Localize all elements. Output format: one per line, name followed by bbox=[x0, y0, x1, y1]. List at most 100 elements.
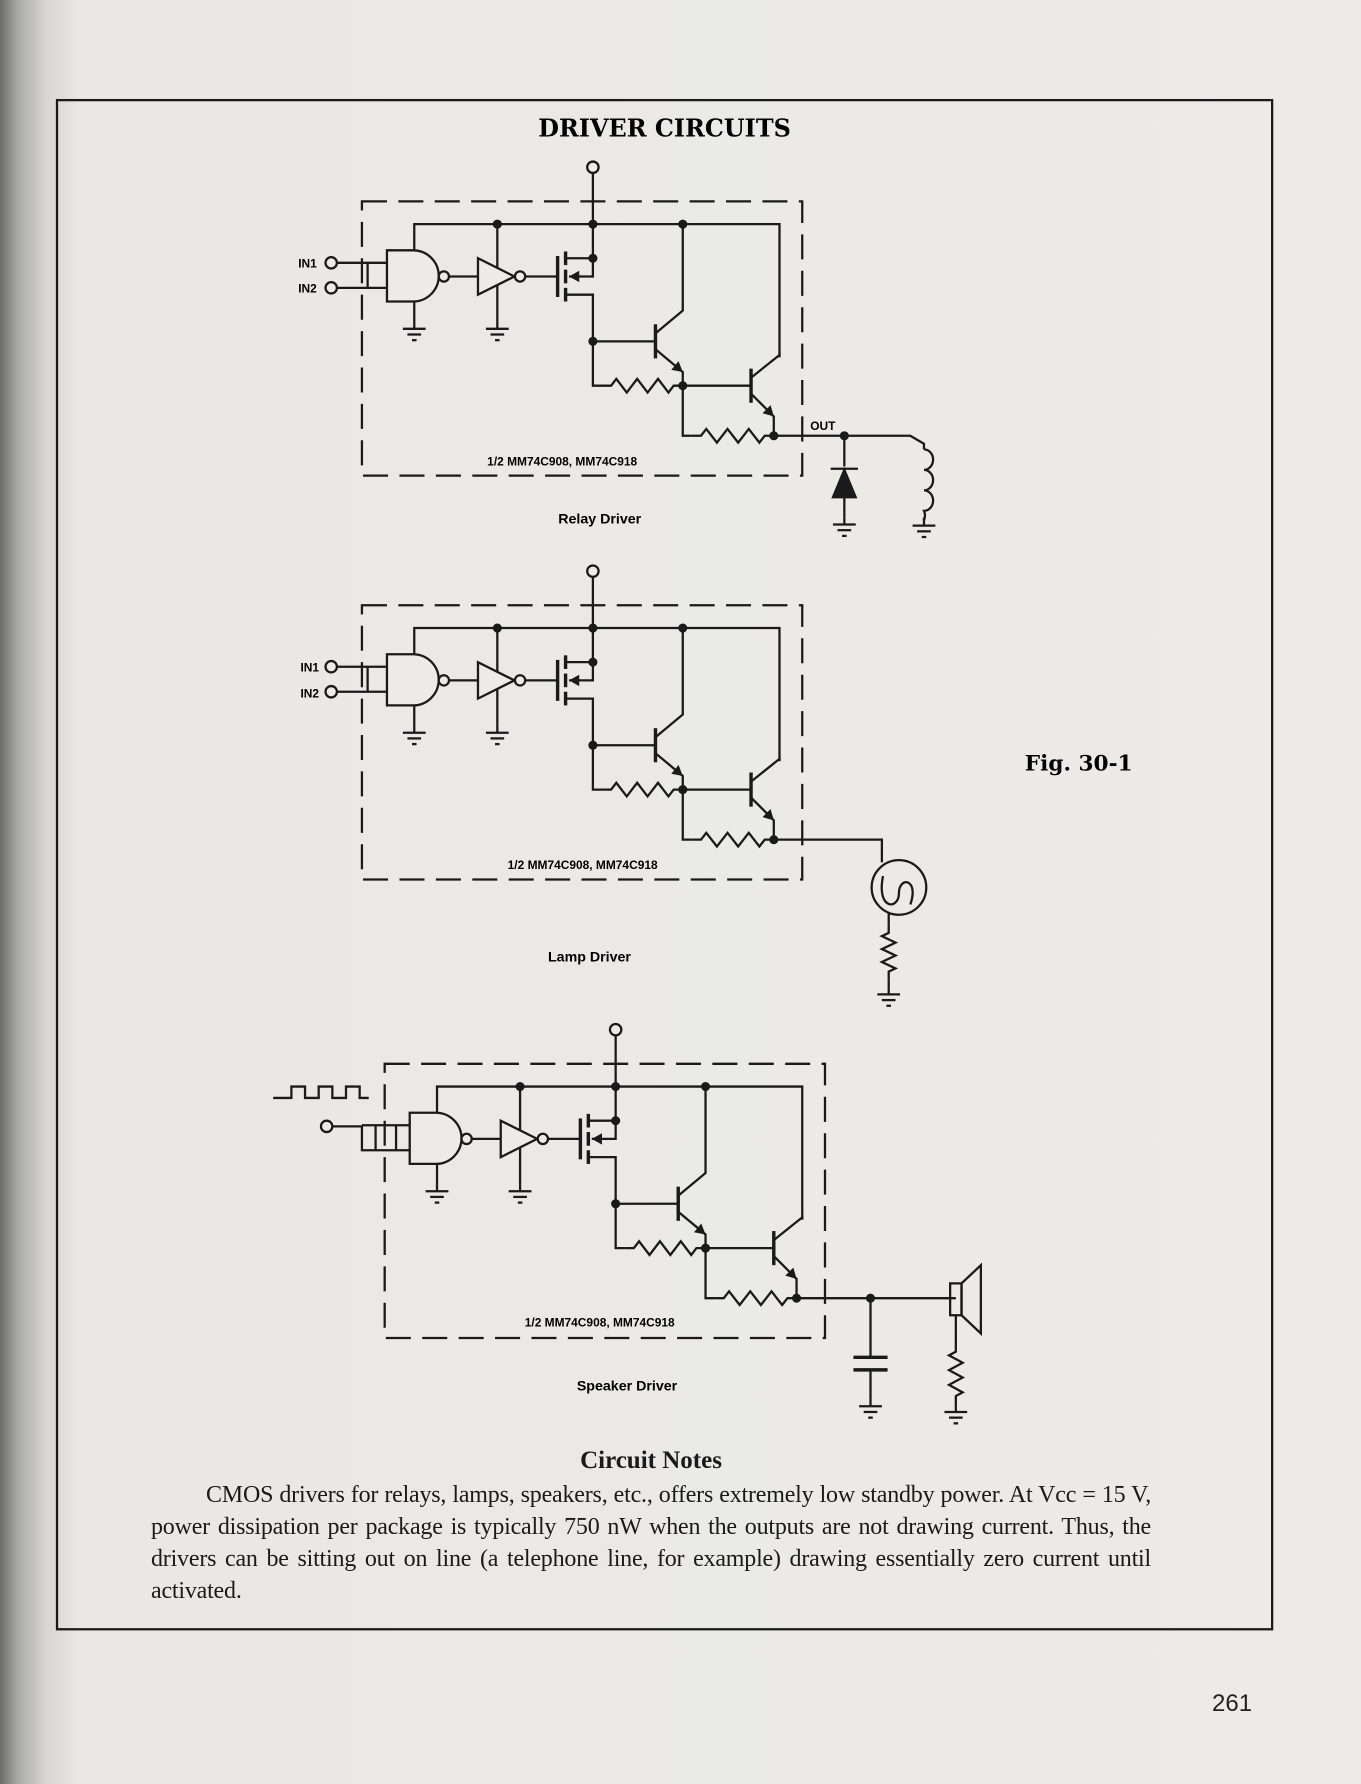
nand-gate-icon bbox=[385, 249, 440, 303]
figure-label: Fig. 30-1 bbox=[1025, 751, 1133, 776]
ground-icon bbox=[832, 517, 856, 538]
inverter-bubble bbox=[437, 270, 451, 283]
junction-dot bbox=[611, 1082, 621, 1092]
package-boundary bbox=[360, 604, 804, 881]
wire bbox=[413, 626, 781, 762]
relay-chip-label: 1/2 MM74C908, MM74C918 bbox=[487, 454, 637, 468]
terminal-circle bbox=[608, 1022, 623, 1037]
lamp-in1-label: IN1 bbox=[300, 660, 319, 674]
wire bbox=[773, 434, 926, 450]
resistor-icon bbox=[691, 830, 774, 849]
inverter-bubble bbox=[536, 1132, 550, 1146]
wire bbox=[773, 1215, 804, 1242]
page-number: 261 bbox=[1212, 1690, 1253, 1717]
lamp-driver bbox=[324, 564, 804, 881]
resistor-icon bbox=[624, 1239, 706, 1257]
ground-icon bbox=[944, 1405, 968, 1425]
inverter-icon bbox=[476, 660, 517, 701]
wire bbox=[750, 756, 781, 783]
mosfet-icon bbox=[555, 655, 602, 791]
lamp-in2-label: IN2 bbox=[300, 686, 319, 700]
package-boundary bbox=[383, 1062, 827, 1340]
resistor-icon bbox=[601, 780, 683, 799]
wire bbox=[273, 1085, 369, 1100]
wire bbox=[681, 385, 692, 437]
relay-in2-label: IN2 bbox=[298, 281, 317, 295]
lamp-caption: Lamp Driver bbox=[548, 949, 631, 965]
terminal-circle bbox=[324, 659, 339, 674]
circuit-notes: Circuit Notes CMOS drivers for relays, l… bbox=[151, 1447, 1151, 1607]
relay-in1-label: IN1 bbox=[298, 256, 317, 270]
wire bbox=[332, 1125, 410, 1152]
wire bbox=[704, 1248, 715, 1300]
lamp-icon bbox=[870, 859, 928, 916]
package-boundary bbox=[360, 200, 804, 477]
arrowhead bbox=[694, 1223, 706, 1235]
ground-icon bbox=[912, 518, 936, 539]
figure-frame bbox=[55, 98, 1274, 1631]
wire bbox=[588, 1119, 617, 1141]
ground-icon bbox=[485, 321, 509, 342]
wire bbox=[773, 838, 884, 863]
speaker-cone bbox=[960, 1262, 983, 1337]
lamp-filament bbox=[880, 875, 914, 906]
junction-dot bbox=[611, 1199, 621, 1209]
mosfet-icon bbox=[555, 251, 602, 387]
mosfet-icon bbox=[578, 1113, 625, 1250]
arrowhead bbox=[762, 405, 774, 417]
inverter-icon bbox=[476, 256, 517, 297]
wire bbox=[565, 661, 595, 682]
ground-icon bbox=[402, 321, 426, 342]
lamp-bulb bbox=[870, 859, 928, 916]
nand-gate-icon bbox=[408, 1111, 463, 1166]
diode-icon bbox=[831, 466, 858, 499]
npn-transistor-icon bbox=[749, 352, 781, 436]
relay-driver bbox=[324, 160, 804, 477]
circuits bbox=[273, 160, 983, 1425]
terminal-circle bbox=[324, 255, 339, 270]
arrowhead bbox=[591, 1133, 602, 1145]
arrowhead bbox=[762, 809, 774, 821]
terminal-circle bbox=[586, 160, 600, 175]
wire bbox=[677, 1086, 707, 1197]
wire bbox=[681, 789, 692, 841]
relay-caption: Relay Driver bbox=[558, 511, 641, 527]
arrowhead bbox=[569, 270, 580, 283]
nand-gate-icon bbox=[385, 653, 440, 707]
speaker-chip-label: 1/2 MM74C908, MM74C918 bbox=[525, 1316, 675, 1330]
ground-icon bbox=[425, 1184, 449, 1204]
figure-title: DRIVER CIRCUITS bbox=[538, 115, 791, 143]
arrowhead bbox=[569, 674, 580, 687]
ground-icon bbox=[485, 725, 509, 746]
wire bbox=[565, 257, 595, 278]
ground-icon bbox=[877, 987, 901, 1007]
junction-dot bbox=[588, 623, 598, 633]
junction-dot bbox=[588, 336, 598, 346]
npn-transistor-icon bbox=[653, 224, 684, 386]
resistor-icon bbox=[946, 1342, 966, 1406]
npn-transistor-icon bbox=[772, 1215, 804, 1299]
relay-coil-icon bbox=[922, 448, 935, 521]
junction-dot bbox=[588, 219, 598, 229]
resistor-icon bbox=[691, 427, 774, 445]
inverter-bubble bbox=[460, 1132, 473, 1146]
resistor-icon bbox=[601, 376, 683, 395]
wire bbox=[413, 223, 781, 358]
speaker-driver bbox=[273, 1022, 827, 1340]
resistor-icon bbox=[714, 1289, 797, 1307]
terminal-circle bbox=[324, 684, 339, 699]
npn-transistor-icon bbox=[653, 628, 684, 790]
speaker-caption: Speaker Driver bbox=[577, 1378, 678, 1394]
wire bbox=[654, 628, 684, 739]
inverter-bubble bbox=[513, 674, 527, 687]
junction-dot bbox=[588, 657, 598, 667]
notes-body: CMOS drivers for relays, lamps, speakers… bbox=[151, 1482, 1151, 1604]
ground-icon bbox=[508, 1184, 532, 1204]
arrowhead bbox=[671, 765, 683, 776]
lamp-chip-label: 1/2 MM74C908, MM74C918 bbox=[508, 858, 658, 872]
ground-icon bbox=[402, 725, 426, 746]
relay-out-label: OUT bbox=[810, 419, 836, 433]
junction-dot bbox=[588, 253, 598, 263]
arrowhead bbox=[671, 361, 683, 373]
